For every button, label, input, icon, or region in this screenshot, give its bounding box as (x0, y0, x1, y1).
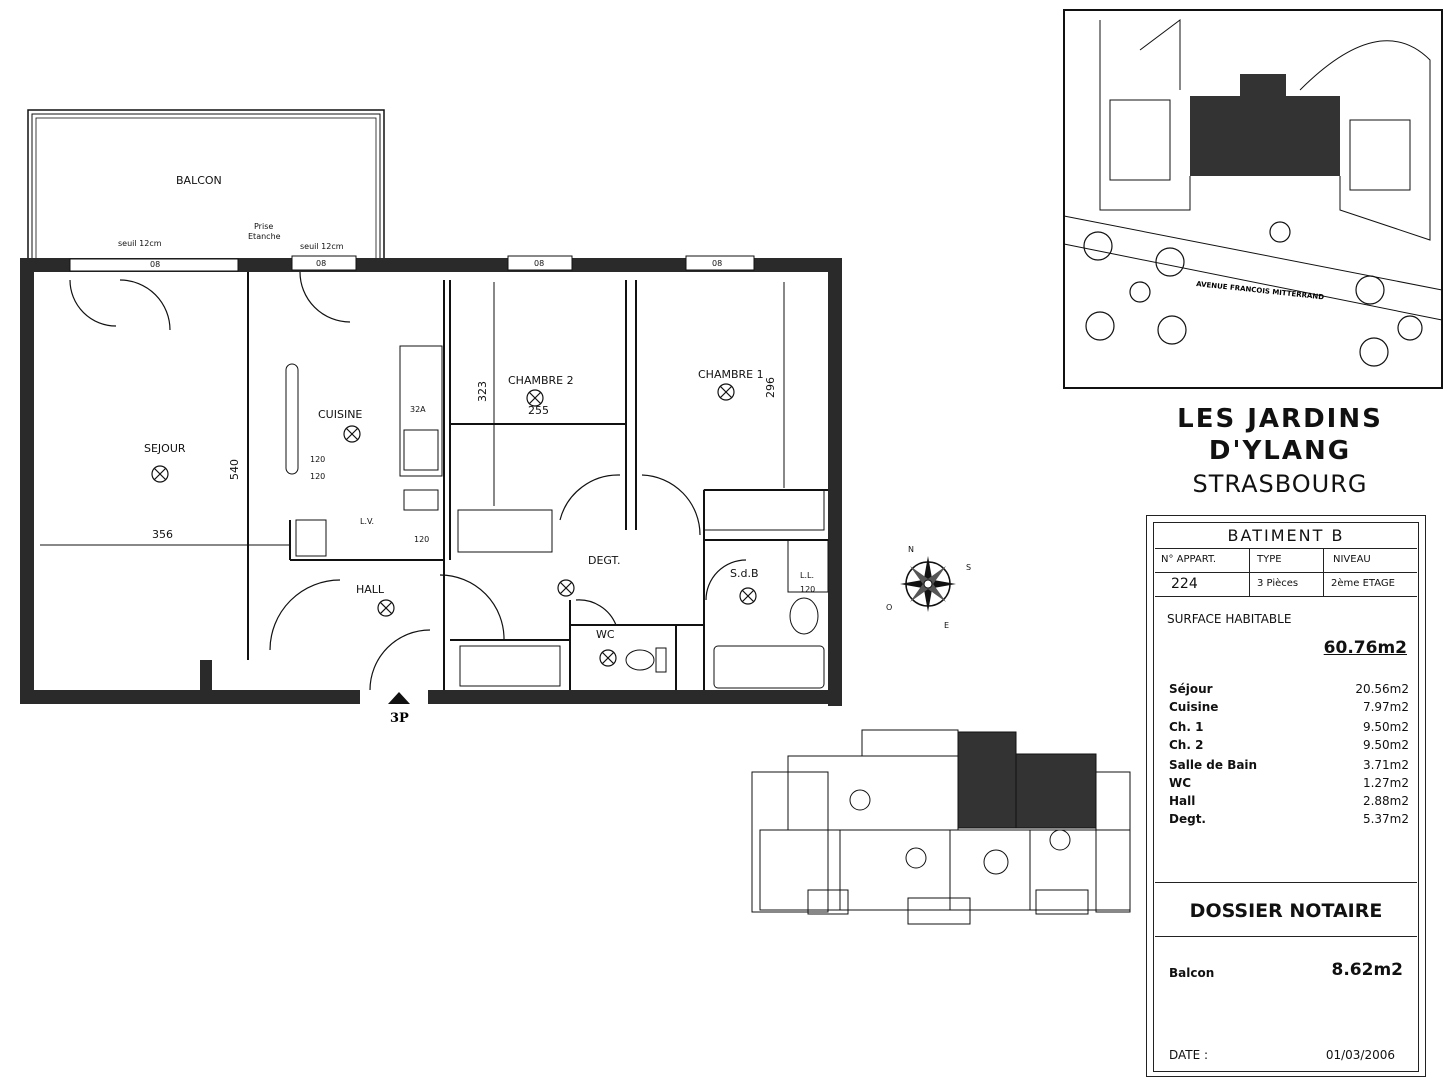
room-label-sejour: SEJOUR (144, 442, 186, 455)
dossier-notaire-title: DOSSIER NOTAIRE (1189, 900, 1383, 922)
appart-type: 3 Pièces (1257, 578, 1299, 589)
card-rule-1 (1155, 548, 1417, 549)
card-rule-4 (1155, 882, 1417, 883)
room-label-chambre2: CHAMBRE 2 (508, 374, 574, 387)
compass-icon (900, 556, 956, 612)
room-label-chambre1: CHAMBRE 1 (698, 368, 764, 381)
window-code-3: 08 (534, 259, 544, 268)
col-header-niveau: NIVEAU (1333, 554, 1371, 565)
area-name-degt: Degt. (1169, 812, 1206, 826)
site-plan: AVENUE FRANCOIS MITTERRAND (1063, 9, 1443, 389)
interior-walls (247, 272, 828, 690)
room-label-wc: WC (596, 628, 615, 641)
socket-label-2: Etanche (248, 232, 281, 241)
area-value-ch2: 9.50m2 (1362, 738, 1409, 752)
area-name-hall: Hall (1169, 794, 1196, 808)
card-rule-5 (1155, 936, 1417, 937)
building-floor-plan (751, 729, 1131, 925)
window-openings (69, 255, 755, 272)
project-city: STRASBOURG (1192, 470, 1368, 498)
balcon-value: 8.62m2 (1331, 960, 1404, 980)
area-name-sdb: Salle de Bain (1169, 758, 1258, 772)
area-name-cuisine: Cuisine (1169, 700, 1219, 714)
area-name-ch2: Ch. 2 (1169, 738, 1204, 752)
compass-e: E (944, 621, 949, 630)
info-card: BATIMENT B N° APPART. TYPE NIVEAU 224 3 … (1146, 515, 1426, 1077)
code-120-c: 120 (414, 535, 429, 544)
window-code-2: 08 (316, 259, 326, 268)
entry-label: 3P (390, 711, 409, 726)
dim-540: 540 (228, 459, 241, 480)
area-name-wc: WC (1169, 776, 1192, 790)
card-col-sep-1 (1249, 548, 1250, 596)
socket-label: Prise (254, 222, 273, 231)
col-header-appart: N° APPART. (1161, 554, 1217, 565)
code-lv: L.V. (360, 517, 374, 526)
window-code-1: 08 (150, 260, 160, 269)
area-value-cuisine: 7.97m2 (1362, 700, 1409, 714)
area-value-sdb: 3.71m2 (1362, 758, 1409, 772)
area-value-degt: 5.37m2 (1362, 812, 1409, 826)
room-label-hall: HALL (356, 583, 385, 596)
code-120-d: 120 (800, 585, 815, 594)
date-label: DATE : (1169, 1048, 1209, 1062)
compass-n: N (908, 545, 914, 554)
building-label: BATIMENT B (1227, 526, 1345, 545)
card-col-sep-2 (1323, 548, 1324, 596)
entry-arrow-icon (388, 692, 410, 704)
date-value: 01/03/2006 (1325, 1048, 1395, 1062)
door-swings (69, 271, 747, 691)
area-name-ch1: Ch. 1 (1169, 720, 1204, 734)
project-title-line2: D'YLANG (1208, 436, 1352, 466)
compass-s: S (966, 563, 971, 572)
area-value-sejour: 20.56m2 (1355, 682, 1409, 696)
area-name-sejour: Séjour (1169, 682, 1213, 696)
dim-356: 356 (152, 528, 173, 541)
window-code-4: 08 (712, 259, 722, 268)
code-120-b: 120 (310, 472, 325, 481)
compass-o: O (886, 603, 892, 612)
fixtures (285, 345, 829, 689)
dim-323: 323 (476, 381, 489, 402)
room-label-cuisine: CUISINE (318, 408, 362, 421)
card-rule-3 (1155, 596, 1417, 597)
balcon-label: Balcon (1169, 966, 1215, 980)
code-ll: L.L. (800, 571, 814, 580)
surface-label: SURFACE HABITABLE (1167, 612, 1292, 626)
outer-walls (20, 258, 842, 706)
light-fixture-icons (151, 383, 757, 667)
card-rule-2 (1155, 572, 1417, 573)
dim-255: 255 (528, 404, 549, 417)
area-value-wc: 1.27m2 (1362, 776, 1409, 790)
room-label-degt: DEGT. (588, 554, 620, 567)
code-120-a: 120 (310, 455, 325, 464)
surface-total: 60.76m2 (1323, 638, 1407, 658)
room-label-balcon: BALCON (176, 174, 222, 187)
appart-number: 224 (1171, 576, 1198, 592)
threshold-label-left: seuil 12cm (118, 239, 162, 248)
col-header-type: TYPE (1257, 554, 1282, 565)
dimension-lines (40, 282, 785, 660)
area-value-ch1: 9.50m2 (1362, 720, 1409, 734)
room-label-sdb: S.d.B (730, 567, 759, 580)
code-32a: 32A (410, 405, 426, 414)
card-inner-frame (1153, 522, 1419, 1072)
area-value-hall: 2.88m2 (1362, 794, 1409, 808)
threshold-label-right: seuil 12cm (300, 242, 344, 251)
project-title-line1: LES JARDINS (1177, 404, 1383, 434)
dim-296: 296 (764, 377, 777, 398)
appart-level: 2ème ETAGE (1331, 578, 1395, 589)
